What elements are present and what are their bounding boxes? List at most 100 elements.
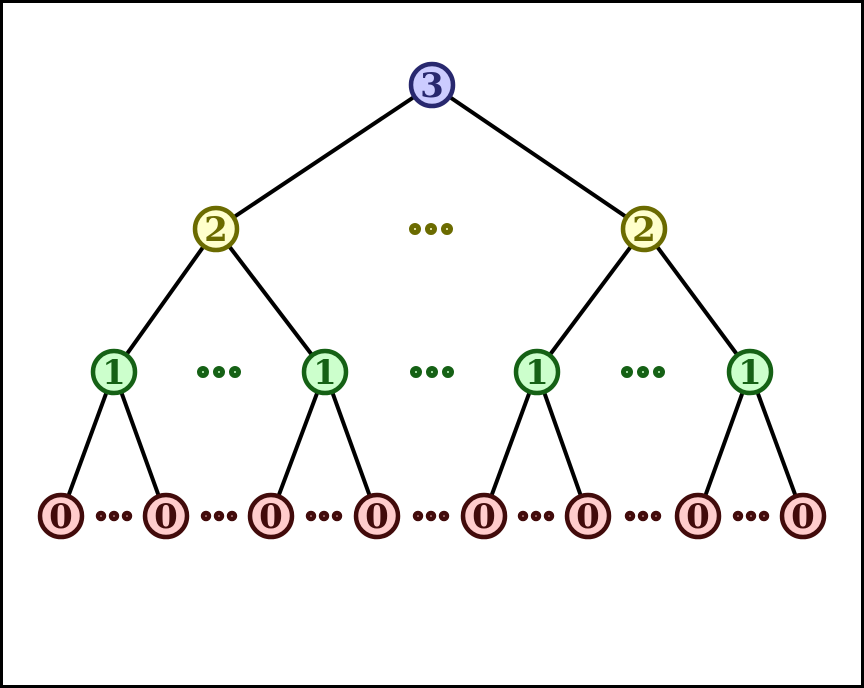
node-label: 2 [204, 210, 228, 250]
ellipsis-dot [621, 366, 633, 378]
node-label: 1 [313, 353, 337, 393]
ellipsis-dot [732, 510, 744, 522]
tree-node-root: 3 [408, 61, 456, 109]
ellipsis-dot [543, 510, 555, 522]
node-circle [90, 348, 138, 396]
node-circle [37, 492, 85, 540]
node-circle [674, 492, 722, 540]
node-circle [353, 492, 401, 540]
node-circle [726, 348, 774, 396]
ellipsis-dot [441, 223, 453, 235]
tree-node-n0-f: 0 [564, 492, 612, 540]
ellipsis-dot [108, 510, 120, 522]
node-label: 0 [154, 497, 178, 537]
ellipsis-dot [318, 510, 330, 522]
ellipsis-maroon [305, 510, 343, 522]
node-label: 3 [420, 66, 444, 106]
ellipsis-dot [758, 510, 770, 522]
node-label: 0 [365, 497, 389, 537]
tree-edge [112, 371, 168, 517]
ellipsis-maroon [624, 510, 662, 522]
tree-edge [59, 371, 116, 517]
ellipsis-dot [305, 510, 317, 522]
node-label: 0 [576, 497, 600, 537]
tree-edge [696, 371, 752, 517]
tree-node-n1-d: 1 [726, 348, 774, 396]
ellipsis-maroon [412, 510, 450, 522]
tree-edge [482, 371, 539, 517]
tree-edge [748, 371, 805, 517]
ellipsis-dot [517, 510, 529, 522]
tree-edge [430, 83, 646, 231]
node-circle [247, 492, 295, 540]
ellipsis-maroon [517, 510, 555, 522]
ellipsis-green [197, 366, 241, 378]
ellipsis-dot [410, 366, 422, 378]
tree-edge [214, 83, 434, 231]
tree-node-n0-d: 0 [353, 492, 401, 540]
node-circle [408, 61, 456, 109]
node-label: 2 [632, 210, 656, 250]
tree-node-n2-left: 2 [192, 205, 240, 253]
ellipsis-maroon [732, 510, 770, 522]
node-circle [620, 205, 668, 253]
tree-node-n0-h: 0 [779, 492, 827, 540]
tree-node-n0-b: 0 [142, 492, 190, 540]
ellipsis-dot [425, 223, 437, 235]
node-circle [142, 492, 190, 540]
ellipsis-dot [745, 510, 757, 522]
tree-edge [535, 371, 590, 517]
node-label: 0 [49, 497, 73, 537]
node-circle [779, 492, 827, 540]
ellipsis-dot [530, 510, 542, 522]
node-label: 1 [525, 353, 549, 393]
ellipsis-dot [637, 366, 649, 378]
ellipsis-dot [412, 510, 424, 522]
ellipsis-dot [425, 510, 437, 522]
ellipsis-yellow [409, 223, 453, 235]
tree-edge [269, 371, 327, 517]
ellipsis-dot [653, 366, 665, 378]
ellipsis-dot [438, 510, 450, 522]
node-label: 1 [102, 353, 126, 393]
tree-node-n1-a: 1 [90, 348, 138, 396]
ellipsis-dot [426, 366, 438, 378]
tree-edge [323, 371, 379, 517]
node-label: 0 [686, 497, 710, 537]
tree-node-n0-a: 0 [37, 492, 85, 540]
node-label: 0 [259, 497, 283, 537]
ellipsis-dot [213, 510, 225, 522]
ellipsis-dot [624, 510, 636, 522]
tree-node-n0-c: 0 [247, 492, 295, 540]
ellipsis-dot [121, 510, 133, 522]
ellipsis-green [621, 366, 665, 378]
tree-node-n1-b: 1 [301, 348, 349, 396]
ellipsis-dot [409, 223, 421, 235]
tree-node-n0-e: 0 [460, 492, 508, 540]
node-circle [564, 492, 612, 540]
ellipsis-dot [197, 366, 209, 378]
node-circle [460, 492, 508, 540]
tree-edge [642, 227, 752, 374]
tree-node-n2-right: 2 [620, 205, 668, 253]
ellipsis-dot [95, 510, 107, 522]
tree-node-n1-c: 1 [513, 348, 561, 396]
node-circle [301, 348, 349, 396]
tree-edge [535, 227, 646, 374]
node-circle [192, 205, 240, 253]
tree-edge [112, 227, 218, 374]
ellipsis-dot [650, 510, 662, 522]
node-label: 0 [472, 497, 496, 537]
ellipsis-dot [331, 510, 343, 522]
ellipsis-dot [200, 510, 212, 522]
ellipsis-dot [213, 366, 225, 378]
ellipsis-green [410, 366, 454, 378]
ellipsis-maroon [95, 510, 133, 522]
node-label: 0 [791, 497, 815, 537]
ellipsis-dot [226, 510, 238, 522]
node-circle [513, 348, 561, 396]
ellipsis-dot [229, 366, 241, 378]
